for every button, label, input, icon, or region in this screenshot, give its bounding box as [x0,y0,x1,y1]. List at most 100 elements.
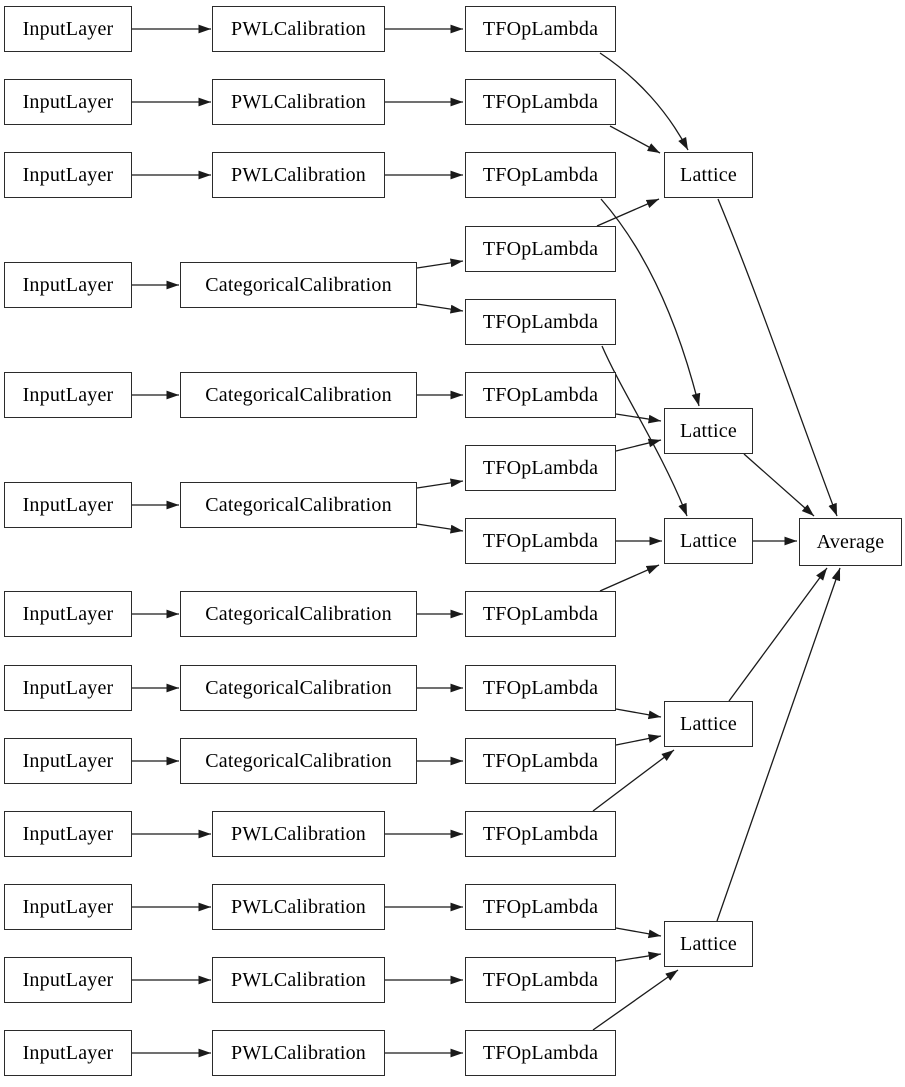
graph-node-label: TFOpLambda [482,677,599,699]
graph-node-label: InputLayer [22,274,114,296]
graph-node-tfop_4: TFOpLambda [465,226,616,272]
graph-node-label: CategoricalCalibration [205,494,392,516]
graph-node-label: InputLayer [22,896,114,918]
graph-node-input_10: InputLayer [4,811,132,857]
graph-node-tfop_9: TFOpLambda [465,591,616,637]
graph-node-label: TFOpLambda [482,164,599,186]
graph-node-label: CategoricalCalibration [205,750,392,772]
graph-node-pwl_5: PWLCalibration [212,884,385,930]
graph-node-tfop_11: TFOpLambda [465,738,616,784]
graph-node-tfop_7: TFOpLambda [465,445,616,491]
graph-node-tfop_10: TFOpLambda [465,665,616,711]
graph-node-label: InputLayer [22,823,114,845]
graph-node-tfop_2: TFOpLambda [465,79,616,125]
graph-edge-lattice_4-to-average [728,567,828,702]
graph-node-average: Average [799,518,902,566]
graph-node-label: TFOpLambda [482,823,599,845]
graph-edge-tfop_2-to-lattice_1 [609,125,661,154]
graph-node-cat_1: CategoricalCalibration [180,262,417,308]
graph-node-label: InputLayer [22,164,114,186]
graph-node-label: Lattice [680,933,737,955]
graph-node-cat_2: CategoricalCalibration [180,372,417,418]
graph-edge-cat_1-to-tfop_4 [416,258,464,269]
graph-node-tfop_8: TFOpLambda [465,518,616,564]
graph-node-label: CategoricalCalibration [205,603,392,625]
graph-node-input_11: InputLayer [4,884,132,930]
graph-node-label: Average [816,531,885,553]
graph-node-pwl_1: PWLCalibration [212,6,385,52]
graph-node-label: InputLayer [22,494,114,516]
graph-node-tfop_13: TFOpLambda [465,884,616,930]
graph-node-input_3: InputLayer [4,152,132,198]
graph-node-tfop_15: TFOpLambda [465,1030,616,1076]
graph-node-cat_5: CategoricalCalibration [180,665,417,711]
graph-node-label: TFOpLambda [482,18,599,40]
graph-node-cat_6: CategoricalCalibration [180,738,417,784]
graph-node-label: TFOpLambda [482,384,599,406]
graph-node-tfop_5: TFOpLambda [465,299,616,345]
graph-node-lattice_3: Lattice [664,518,753,564]
graph-node-tfop_3: TFOpLambda [465,152,616,198]
graph-node-label: PWLCalibration [231,1042,366,1064]
graph-edge-lattice_1-to-average [717,198,838,517]
graph-node-label: TFOpLambda [482,603,599,625]
graph-node-input_1: InputLayer [4,6,132,52]
graph-node-input_2: InputLayer [4,79,132,125]
graph-node-lattice_5: Lattice [664,921,753,967]
graph-edge-tfop_4-to-lattice_1 [596,198,660,227]
graph-node-label: InputLayer [22,603,114,625]
graph-node-label: InputLayer [22,969,114,991]
graph-edge-tfop_14-to-lattice_5 [615,951,662,962]
graph-node-label: TFOpLambda [482,969,599,991]
graph-node-label: TFOpLambda [482,91,599,113]
graph-node-label: TFOpLambda [482,238,599,260]
graph-node-cat_4: CategoricalCalibration [180,591,417,637]
graph-node-lattice_4: Lattice [664,701,753,747]
graph-node-label: CategoricalCalibration [205,677,392,699]
graph-node-label: PWLCalibration [231,896,366,918]
graph-node-label: CategoricalCalibration [205,274,392,296]
graph-node-label: InputLayer [22,677,114,699]
graph-node-label: Lattice [680,420,737,442]
graph-node-label: InputLayer [22,18,114,40]
graph-edge-lattice_2-to-average [743,453,815,517]
graph-node-tfop_1: TFOpLambda [465,6,616,52]
graph-node-label: InputLayer [22,91,114,113]
graph-node-label: TFOpLambda [482,311,599,333]
graph-node-lattice_2: Lattice [664,408,753,454]
graph-node-input_4: InputLayer [4,262,132,308]
graph-node-label: InputLayer [22,384,114,406]
graph-edge-tfop_10-to-lattice_4 [615,708,662,720]
graph-node-pwl_7: PWLCalibration [212,1030,385,1076]
graph-node-tfop_12: TFOpLambda [465,811,616,857]
graph-node-label: PWLCalibration [231,91,366,113]
graph-node-input_13: InputLayer [4,1030,132,1076]
graph-node-label: TFOpLambda [482,530,599,552]
graph-node-label: CategoricalCalibration [205,384,392,406]
graph-node-label: PWLCalibration [231,164,366,186]
graph-edge-tfop_6-to-lattice_2 [615,413,662,424]
graph-node-label: PWLCalibration [231,18,366,40]
graph-node-label: Lattice [680,530,737,552]
graph-node-label: TFOpLambda [482,896,599,918]
graph-node-lattice_1: Lattice [664,152,753,198]
graph-node-label: InputLayer [22,750,114,772]
graph-node-pwl_6: PWLCalibration [212,957,385,1003]
graph-node-pwl_4: PWLCalibration [212,811,385,857]
graph-node-label: TFOpLambda [482,1042,599,1064]
graph-node-pwl_2: PWLCalibration [212,79,385,125]
graph-edge-tfop_7-to-lattice_2 [615,438,662,452]
graph-node-tfop_6: TFOpLambda [465,372,616,418]
graph-node-input_6: InputLayer [4,482,132,528]
graph-node-label: Lattice [680,164,737,186]
graph-node-label: Lattice [680,713,737,735]
graph-edge-cat_1-to-tfop_5 [416,303,464,314]
graph-node-input_5: InputLayer [4,372,132,418]
graph-node-label: PWLCalibration [231,823,366,845]
graph-edge-tfop_9-to-lattice_3 [599,564,660,592]
graph-node-cat_3: CategoricalCalibration [180,482,417,528]
graph-node-input_12: InputLayer [4,957,132,1003]
graph-node-tfop_14: TFOpLambda [465,957,616,1003]
